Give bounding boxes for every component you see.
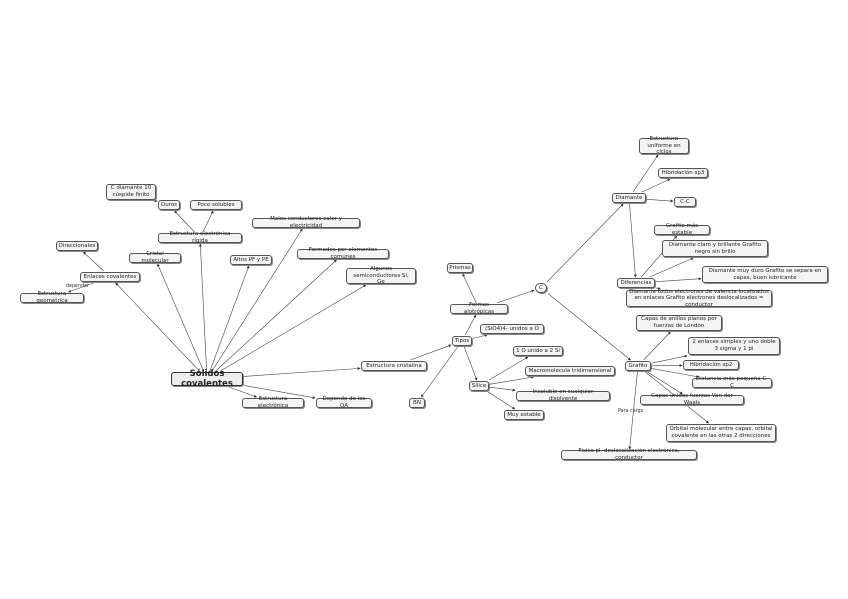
edge-estructrigida-duros: [174, 210, 195, 233]
edge-enlaces-estructurageo: [68, 282, 94, 293]
edge-diferencias-diamantemuyduro: [655, 277, 702, 282]
edge-tipos-sio4: [472, 334, 488, 339]
edge-tipos-bn: [421, 346, 458, 398]
edge-formasalo-c: [496, 289, 535, 304]
node-o-unido-si[interactable]: 1 O unido a 2 Si: [513, 346, 563, 356]
node-c[interactable]: C: [535, 283, 547, 293]
node-muy-estable[interactable]: Muy estable: [504, 410, 544, 420]
node-cristal-molecular[interactable]: Cristal molecular: [129, 251, 181, 264]
edge-silice-macromolec: [489, 375, 535, 385]
node-solidos-covalentes[interactable]: Sólidos covalentes: [171, 369, 243, 389]
edge-enlaces-direccionales: [82, 251, 104, 272]
edge-label-depender: depender: [66, 284, 90, 289]
node-grafito-mas-estable[interactable]: Grafito más estable: [654, 223, 710, 236]
node-prismas[interactable]: Prismas: [447, 263, 473, 273]
node-altos-pf[interactable]: Altos PF y PE: [230, 255, 272, 265]
node-direccionales[interactable]: Direccionales: [56, 241, 98, 251]
node-distancia-mas-pequena[interactable]: Distancia más pequeña C-C: [692, 376, 772, 389]
node-estructura-geometrica[interactable]: Estructura geométrica: [20, 291, 84, 304]
edge-estructuracrist-tipos: [410, 344, 452, 361]
node-algunos-semiconductores[interactable]: Algunos semiconductores Si, Ge: [346, 266, 416, 285]
edge-formasalo-prismas: [462, 273, 477, 304]
node-sio4[interactable]: (SiO4)4- unidos a O: [480, 324, 544, 334]
node-formados-elementos[interactable]: Formados por elementos comunes: [297, 247, 389, 260]
node-diamante-claro[interactable]: Diamante claro y brillante Grafito negro…: [662, 240, 768, 257]
edge-diferencias-diamanteclaro: [649, 257, 694, 278]
node-diamante-muy-duro[interactable]: Diamante muy duro Grafito se separa en c…: [702, 266, 828, 283]
edge-root-altospf: [209, 265, 250, 372]
node-orbital-molecular[interactable]: Orbital molecular entre capas, orbital c…: [666, 424, 776, 442]
edge-root-estructuracrist: [243, 367, 361, 377]
node-estructura-cristalina[interactable]: Estructura cristalina: [361, 361, 427, 371]
edge-grafito-dosenlaces: [651, 354, 688, 364]
node-hibridacion-sp2[interactable]: Hibridación sp2: [683, 360, 739, 370]
node-capas-unidas[interactable]: Capas unidas fuerzas Van der Waals: [640, 393, 744, 406]
edge-tipos-silice: [463, 346, 478, 381]
node-grafito[interactable]: Grafito: [625, 361, 651, 371]
edge-diamante-estructuraunipro: [632, 154, 659, 193]
edge-c-diamante: [546, 203, 624, 283]
edge-root-malosconductores: [211, 228, 303, 372]
edge-root-depende: [243, 385, 316, 399]
node-formas-alotropicas[interactable]: Formas alotrópicas: [450, 302, 508, 315]
node-insoluble[interactable]: Insoluble en cualquier disolvente: [516, 389, 610, 402]
node-diamante-cuspide[interactable]: C diamante 10 cúspide finito: [106, 184, 156, 200]
node-capas-anillos-planos[interactable]: Capas de anillos planos por fuerzas de L…: [636, 315, 722, 331]
node-macromolecula[interactable]: Macromolécula tridimensional: [525, 366, 615, 376]
node-bn[interactable]: BN: [409, 398, 425, 408]
edge-root-algunos: [220, 284, 367, 372]
node-depende-oa[interactable]: Depende de los OA: [316, 396, 372, 409]
node-estructura-electronica[interactable]: Estructura electrónica: [242, 396, 304, 409]
edge-root-formados: [215, 259, 337, 372]
edge-grafito-capasplanas: [643, 331, 671, 361]
edge-grafito-distancia: [651, 368, 700, 379]
edge-label-para-cargo: Para cargo: [618, 409, 644, 414]
edge-c-grafito: [547, 293, 632, 361]
node-malos-conductores[interactable]: Malos conductores calor y electricidad: [252, 216, 360, 229]
node-diamante-todos-electrones[interactable]: Diamante todos electrones de valencia lo…: [626, 289, 772, 308]
edge-root-cristalmolecular: [157, 263, 204, 372]
edge-root-estructuraelec: [228, 386, 258, 398]
edge-diamante-diferencias: [629, 203, 637, 278]
node-tipos[interactable]: Tipos: [452, 336, 472, 346]
edge-diamante-cc: [646, 198, 674, 203]
node-fisica-deslocalizacion[interactable]: Física pl. deslocalización electrónica, …: [561, 448, 697, 461]
node-dos-enlaces-simples[interactable]: 2 enlaces simples y uno doble 3 sigma y …: [688, 337, 780, 355]
node-estructura-uniforme[interactable]: Estructura uniforme en ciclos: [639, 136, 689, 155]
edge-estructrigida-pocosolubles: [202, 210, 214, 233]
edge-silice-sio2: [488, 356, 529, 381]
edge-root-enlaces: [115, 282, 200, 372]
node-poco-solubles[interactable]: Poco solubles: [190, 200, 242, 210]
node-hibridacion-sp3[interactable]: Hibridación sp3: [658, 168, 708, 178]
node-silice[interactable]: Sílice: [469, 381, 489, 391]
edge-diferencias-diamantetodos: [655, 286, 661, 290]
edge-grafito-fisicopl: [628, 371, 638, 450]
node-diferencias[interactable]: Diferencias: [617, 278, 655, 288]
node-diamante[interactable]: Diamante: [612, 193, 646, 203]
node-c-c[interactable]: C-C: [674, 197, 696, 207]
edge-silice-muyestable: [488, 391, 516, 410]
node-enlaces-covalentes[interactable]: Enlaces covalentes: [80, 272, 140, 282]
edge-silice-insoluble: [489, 387, 516, 392]
edge-root-estructrigida: [198, 243, 207, 372]
node-estructura-rigida[interactable]: Estructura electrónica rígida: [158, 231, 242, 244]
node-duros[interactable]: Duros: [158, 200, 180, 210]
edge-grafito-capasunidas: [647, 371, 683, 395]
edge-diamante-hibridacion: [641, 178, 671, 193]
edge-tipos-formasalo: [464, 314, 477, 336]
